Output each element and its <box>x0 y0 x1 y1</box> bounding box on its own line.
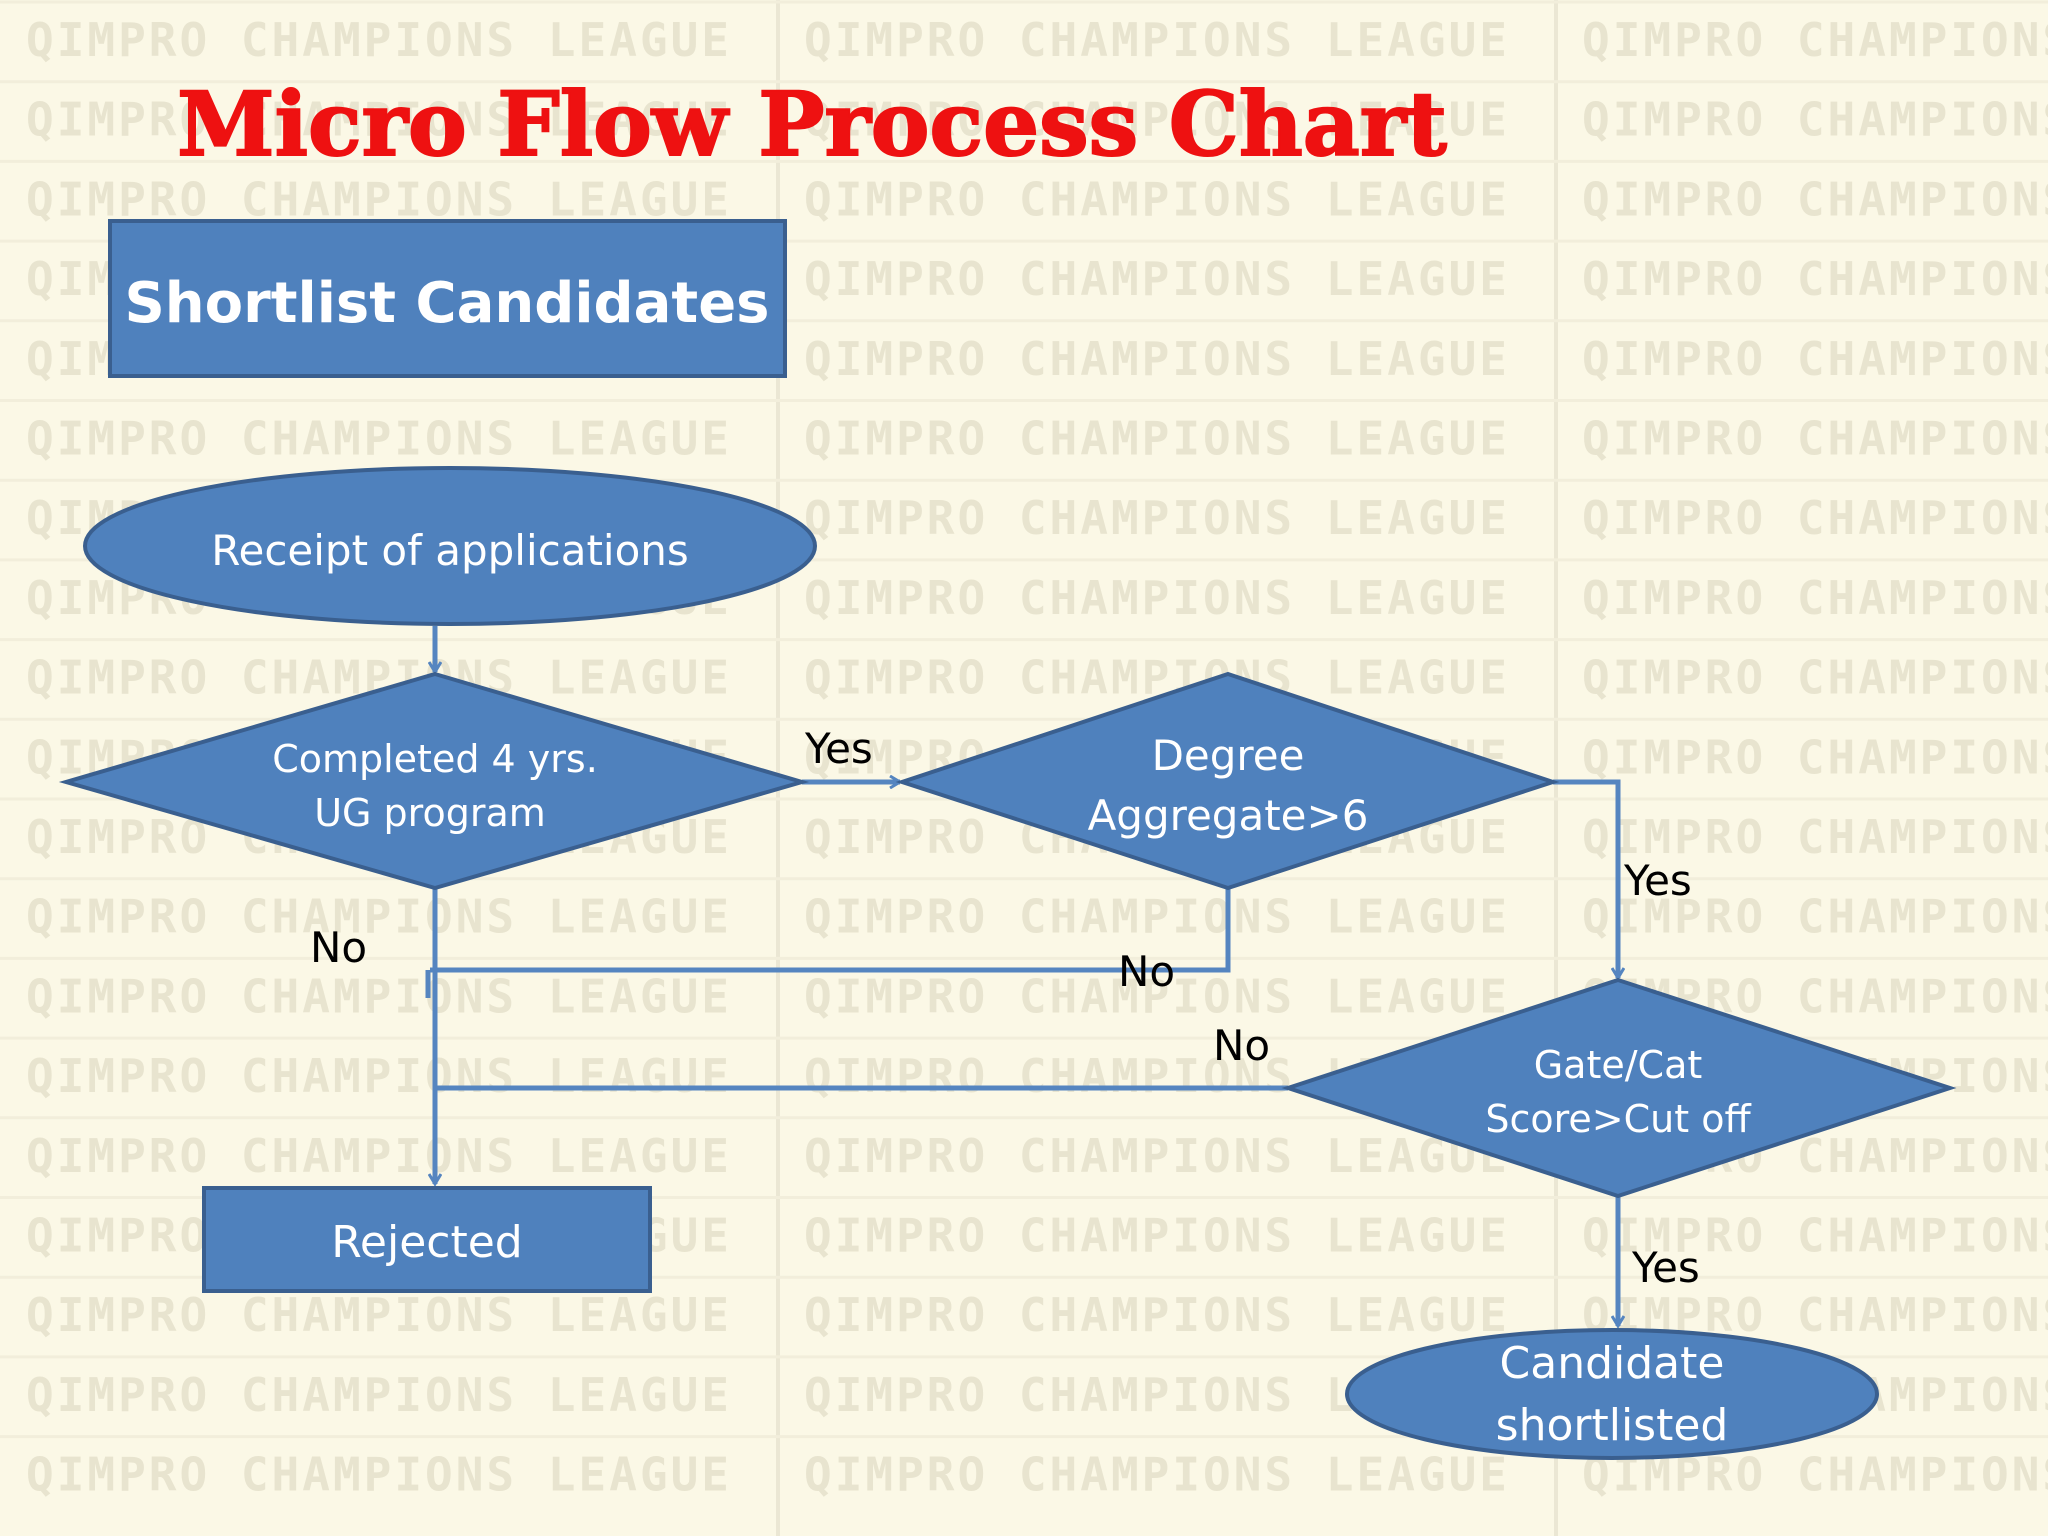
watermark-text: QIMPRO CHAMPIONS LEAGUE <box>804 491 1510 545</box>
watermark-text: QIMPRO CHAMPIONS LEAGUE <box>1582 13 2048 67</box>
watermark-text: QIMPRO CHAMPIONS LEAGUE <box>26 1448 732 1502</box>
watermark-text: QIMPRO CHAMPIONS LEAGUE <box>26 1368 732 1422</box>
watermark-text: QIMPRO CHAMPIONS LEAGUE <box>26 1288 732 1342</box>
label-ug-no: No <box>310 923 367 972</box>
node-receipt-label: Receipt of applications <box>211 526 689 575</box>
watermark-text: QIMPRO CHAMPIONS LEAGUE <box>804 93 1510 147</box>
watermark-text: QIMPRO CHAMPIONS LEAGUE <box>804 651 1510 705</box>
watermark-text: QIMPRO CHAMPIONS LEAGUE <box>1582 172 2048 226</box>
watermark-text: QIMPRO CHAMPIONS LEAGUE <box>804 13 1510 67</box>
watermark-text: QIMPRO CHAMPIONS LEAGUE <box>1582 252 2048 306</box>
label-gate-no: No <box>1213 1021 1270 1070</box>
decision-gate-cat-score: Gate/Cat Score>Cut off <box>1281 977 1957 1199</box>
node-receipt-of-applications: Receipt of applications <box>83 466 817 626</box>
watermark-text: QIMPRO CHAMPIONS LEAGUE <box>1582 651 2048 705</box>
node-rejected: Rejected <box>202 1186 652 1293</box>
watermark-text: QIMPRO CHAMPIONS LEAGUE <box>1582 412 2048 466</box>
header-box: Shortlist Candidates <box>108 219 787 378</box>
label-degree-yes: Yes <box>1623 856 1692 905</box>
connector-degree-no <box>430 888 1231 973</box>
watermark-text: QIMPRO CHAMPIONS LEAGUE <box>804 1129 1510 1183</box>
watermark-text: QIMPRO CHAMPIONS LEAGUE <box>1582 890 2048 944</box>
watermark-text: QIMPRO CHAMPIONS LEAGUE <box>1582 491 2048 545</box>
decision-degree-line1: Degree <box>1152 731 1305 780</box>
watermark-text: QIMPRO CHAMPIONS LEAGUE <box>1582 571 2048 625</box>
watermark-text: QIMPRO CHAMPIONS LEAGUE <box>26 890 732 944</box>
watermark-text: QIMPRO CHAMPIONS LEAGUE <box>26 172 732 226</box>
node-rejected-label: Rejected <box>331 1217 522 1268</box>
page-title: Micro Flow Process Chart <box>177 72 1447 176</box>
watermark-text: QIMPRO CHAMPIONS LEAGUE <box>1582 1209 2048 1263</box>
label-gate-yes: Yes <box>1631 1243 1700 1292</box>
decision-ug-program: Completed 4 yrs. UG program <box>58 671 810 891</box>
watermark-text: QIMPRO CHAMPIONS LEAGUE <box>1582 93 2048 147</box>
label-degree-no: No <box>1118 947 1175 996</box>
watermark-text: QIMPRO CHAMPIONS LEAGUE <box>26 1049 732 1103</box>
watermark-text: QIMPRO CHAMPIONS LEAGUE <box>26 93 732 147</box>
connector-degree-yes <box>1553 779 1618 978</box>
decision-ug-line2: UG program <box>314 791 546 835</box>
watermark-text: QIMPRO CHAMPIONS LEAGUE <box>26 412 732 466</box>
watermark-text: QIMPRO CHAMPIONS LEAGUE <box>804 890 1510 944</box>
decision-gate-line2: Score>Cut off <box>1485 1097 1751 1141</box>
watermark-text: QIMPRO CHAMPIONS LEAGUE <box>804 252 1510 306</box>
header-box-label: Shortlist Candidates <box>124 271 769 336</box>
label-ug-yes: Yes <box>804 724 873 773</box>
edge-labels: Yes No Yes No No Yes <box>310 724 1700 1292</box>
decision-gate-line1: Gate/Cat <box>1534 1043 1703 1087</box>
watermark-text: QIMPRO CHAMPIONS LEAGUE <box>804 571 1510 625</box>
watermark-text: QIMPRO CHAMPIONS LEAGUE <box>804 1288 1510 1342</box>
node-candidate-shortlisted: Candidate shortlisted <box>1345 1328 1879 1460</box>
node-shortlisted-line1: Candidate <box>1500 1338 1725 1389</box>
connectors <box>425 626 1618 1326</box>
watermark-text: QIMPRO CHAMPIONS LEAGUE <box>804 412 1510 466</box>
decision-ug-line1: Completed 4 yrs. <box>272 737 598 781</box>
watermark-text: QIMPRO CHAMPIONS LEAGUE <box>1582 730 2048 784</box>
watermark-text: QIMPRO CHAMPIONS LEAGUE <box>804 1448 1510 1502</box>
decision-degree-aggregate: Degree Aggregate>6 <box>895 671 1560 891</box>
node-shortlisted-line2: shortlisted <box>1496 1400 1729 1451</box>
decision-degree-line2: Aggregate>6 <box>1088 791 1369 840</box>
watermark-text: QIMPRO CHAMPIONS LEAGUE <box>26 969 732 1023</box>
watermark-text: QIMPRO CHAMPIONS LEAGUE <box>804 969 1510 1023</box>
watermark-text: QIMPRO CHAMPIONS LEAGUE <box>804 1209 1510 1263</box>
watermark-text: QIMPRO CHAMPIONS LEAGUE <box>1582 332 2048 386</box>
watermark-text: QIMPRO CHAMPIONS LEAGUE <box>804 332 1510 386</box>
watermark-text: QIMPRO CHAMPIONS LEAGUE <box>26 1129 732 1183</box>
watermark-text: QIMPRO CHAMPIONS LEAGUE <box>804 172 1510 226</box>
watermark-text: QIMPRO CHAMPIONS LEAGUE <box>26 13 732 67</box>
watermark-text: QIMPRO CHAMPIONS LEAGUE <box>1582 810 2048 864</box>
